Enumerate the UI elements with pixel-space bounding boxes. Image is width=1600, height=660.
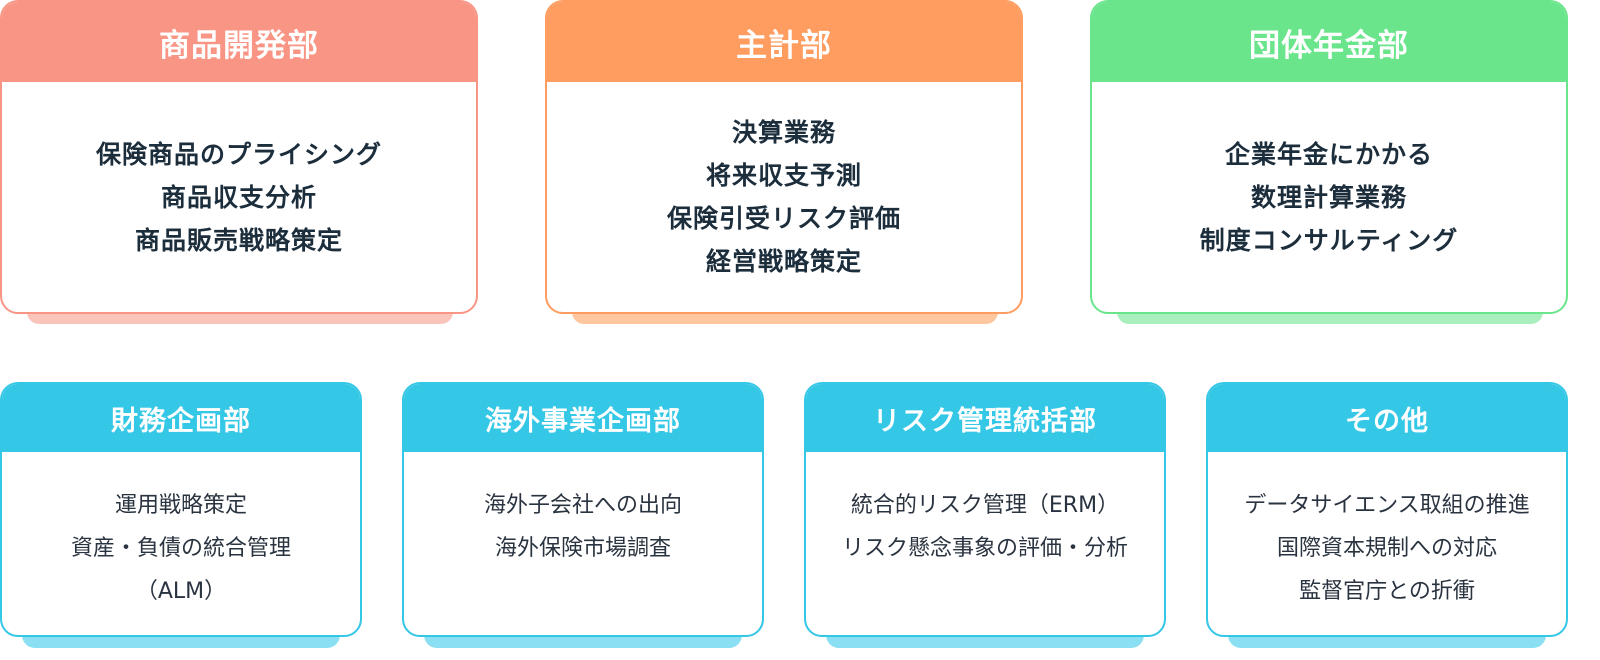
department-card-financial-planning: 財務企画部 運用戦略策定 資産・負債の統合管理 （ALM）	[0, 382, 362, 637]
department-title: 海外事業企画部	[404, 384, 762, 452]
duty-item: 国際資本規制への対応	[1276, 536, 1497, 561]
duty-item: 統合的リスク管理（ERM）	[850, 493, 1120, 518]
department-duties: 企業年金にかかる 数理計算業務 制度コンサルティング	[1092, 82, 1566, 312]
department-duties: 運用戦略策定 資産・負債の統合管理 （ALM）	[2, 452, 360, 635]
duty-item: 保険商品のプライシング	[95, 139, 382, 169]
duty-item: 商品販売戦略策定	[134, 225, 343, 255]
department-duties: 統合的リスク管理（ERM） リスク懸念事象の評価・分析	[806, 452, 1164, 635]
department-duties: 海外子会社への出向 海外保険市場調査	[404, 452, 762, 635]
department-title: 商品開発部	[2, 2, 476, 82]
duty-item: 数理計算業務	[1250, 182, 1407, 212]
duty-item: 決算業務	[731, 118, 836, 147]
department-card-actuarial: 主計部 決算業務 将来収支予測 保険引受リスク評価 経営戦略策定	[545, 0, 1023, 314]
department-card-overseas-business: 海外事業企画部 海外子会社への出向 海外保険市場調査	[402, 382, 764, 637]
department-card-product-development: 商品開発部 保険商品のプライシング 商品収支分析 商品販売戦略策定	[0, 0, 478, 314]
duty-item: 保険引受リスク評価	[666, 204, 901, 233]
department-duties: 保険商品のプライシング 商品収支分析 商品販売戦略策定	[2, 82, 476, 312]
duty-item: 経営戦略策定	[705, 247, 862, 276]
duty-item: 制度コンサルティング	[1199, 225, 1459, 255]
duty-item: 監督官庁との折衝	[1299, 579, 1475, 604]
duty-item: 資産・負債の統合管理	[70, 536, 291, 561]
department-card-group-pension: 団体年金部 企業年金にかかる 数理計算業務 制度コンサルティング	[1090, 0, 1568, 314]
duty-item: データサイエンス取組の推進	[1244, 493, 1530, 518]
department-title: 主計部	[547, 2, 1021, 82]
department-duties: 決算業務 将来収支予測 保険引受リスク評価 経営戦略策定	[547, 82, 1021, 312]
duty-item: 企業年金にかかる	[1224, 139, 1433, 169]
duty-item: 海外子会社への出向	[483, 493, 682, 518]
department-title: 団体年金部	[1092, 2, 1566, 82]
duty-item: （ALM）	[135, 579, 227, 604]
department-title: 財務企画部	[2, 384, 360, 452]
duty-item: リスク懸念事象の評価・分析	[841, 536, 1128, 561]
duty-item: 海外保険市場調査	[494, 536, 671, 561]
duty-item: 商品収支分析	[160, 182, 317, 212]
department-title: その他	[1208, 384, 1566, 452]
department-duties: データサイエンス取組の推進 国際資本規制への対応 監督官庁との折衝	[1208, 452, 1566, 635]
department-card-other: その他 データサイエンス取組の推進 国際資本規制への対応 監督官庁との折衝	[1206, 382, 1568, 637]
duty-item: 将来収支予測	[705, 161, 862, 190]
duty-item: 運用戦略策定	[114, 493, 247, 518]
department-title: リスク管理統括部	[806, 384, 1164, 452]
department-card-risk-management: リスク管理統括部 統合的リスク管理（ERM） リスク懸念事象の評価・分析	[804, 382, 1166, 637]
